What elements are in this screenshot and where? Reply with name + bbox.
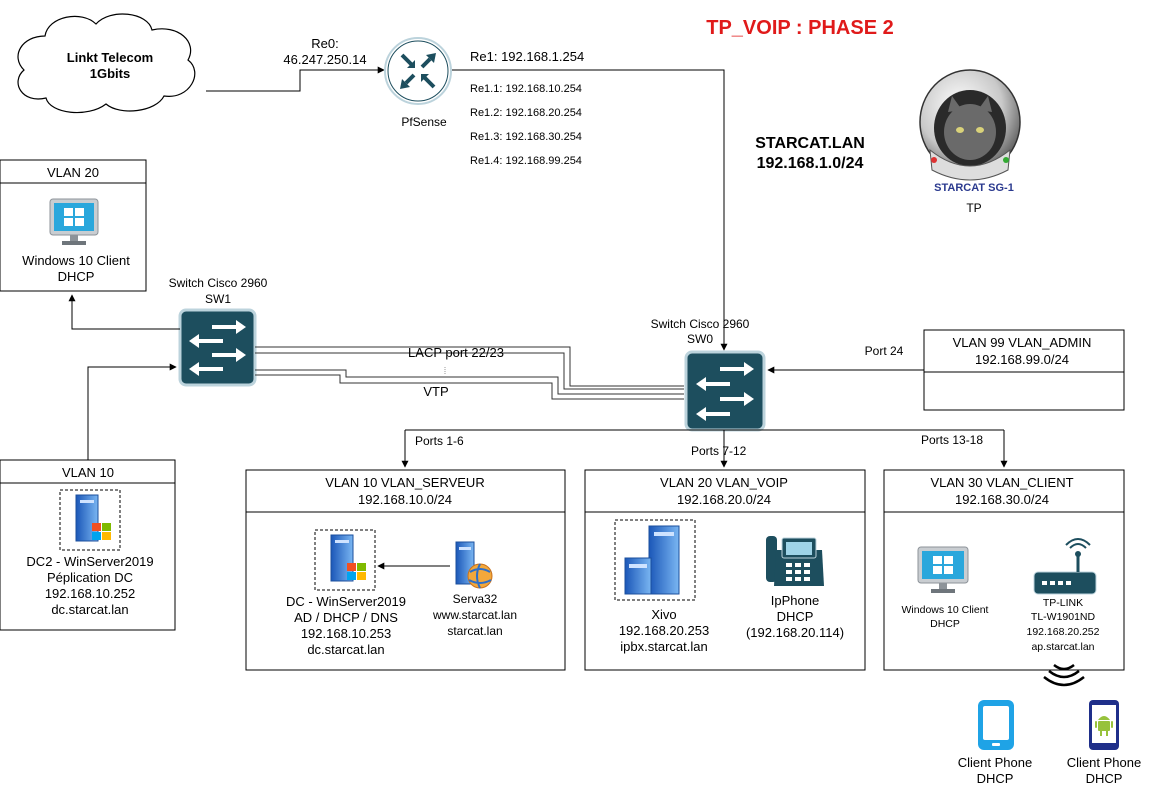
- switch-icon: [178, 308, 257, 387]
- wifi-router-icon: [1033, 538, 1097, 595]
- sw0-model: Switch Cisco 2960: [651, 317, 750, 331]
- mobile-0-line-1: DHCP: [977, 771, 1014, 786]
- android-phone-icon: [1089, 700, 1119, 750]
- port-serveur-label: Ports 1-6: [415, 434, 464, 448]
- lacp-label: LACP port 22/23: [408, 345, 504, 360]
- windows-monitor-icon: [917, 546, 969, 593]
- client-win-line-1: DHCP: [930, 618, 960, 630]
- vlan10-left-box: [0, 459, 176, 631]
- globe-server-icon: [455, 541, 493, 589]
- vlan10-left-line-1: Péplication DC: [47, 570, 133, 585]
- xivo-line-0: Xivo: [651, 607, 676, 622]
- vlan-serveur-header-line1: VLAN 10 VLAN_SERVEUR: [325, 475, 484, 490]
- router-icon: [384, 37, 452, 105]
- vlan10-left-header: VLAN 10: [62, 465, 114, 480]
- mobile-1-line-1: DHCP: [1086, 771, 1123, 786]
- astronaut-cat-logo: [919, 69, 1021, 181]
- ap-line-2: 192.168.20.252: [1027, 626, 1100, 638]
- windows-monitor-icon: [49, 198, 99, 245]
- web-line-2: starcat.lan: [447, 624, 502, 638]
- ip-phone-icon: [766, 536, 824, 586]
- vlan20-left-line-1: DHCP: [58, 269, 95, 284]
- xivo-line-2: ipbx.starcat.lan: [620, 639, 707, 654]
- wireless-signal-icon: [1043, 663, 1085, 687]
- router-if-2: Re1.2: 192.168.20.254: [470, 107, 582, 119]
- vlan99-header-line1: VLAN 99 VLAN_ADMIN: [953, 335, 1092, 350]
- server-icon: [614, 519, 696, 601]
- phone-line-2: (192.168.20.114): [746, 625, 844, 640]
- vlan99-header-line2: 192.168.99.0/24: [975, 352, 1069, 367]
- router-if-1: Re1.1: 192.168.10.254: [470, 83, 582, 95]
- vlan10-left-line-2: 192.168.10.252: [45, 586, 135, 601]
- client-win-line-0: Windows 10 Client: [902, 604, 989, 616]
- router-name: PfSense: [401, 115, 447, 129]
- web-line-1: www.starcat.lan: [432, 608, 517, 622]
- router-if-0: Re1: 192.168.1.254: [470, 49, 584, 64]
- port-client-label: Ports 13-18: [921, 433, 983, 447]
- cloud-icon: [17, 13, 196, 114]
- ap-line-0: TP-LINK: [1043, 597, 1083, 609]
- dc-line-2: 192.168.10.253: [301, 626, 391, 641]
- vlan10-left-line-0: DC2 - WinServer2019: [26, 554, 153, 569]
- logo-caption: TP: [966, 201, 981, 215]
- vlan20-left-line-0: Windows 10 Client: [22, 253, 130, 268]
- port-voip-label: Ports 7-12: [691, 444, 747, 458]
- ap-line-3: ap.starcat.lan: [1031, 641, 1094, 653]
- vlan10-left-line-3: dc.starcat.lan: [51, 602, 128, 617]
- network-subnet: 192.168.1.0/24: [757, 155, 864, 172]
- router-if-3: Re1.3: 192.168.30.254: [470, 131, 582, 143]
- xivo-line-1: 192.168.20.253: [619, 623, 709, 638]
- vlan-serveur-header-line2: 192.168.10.0/24: [358, 492, 452, 507]
- vlan-serveur-box: [245, 469, 566, 671]
- cloud-label-line2: 1Gbits: [90, 66, 130, 81]
- phone-line-0: IpPhone: [771, 593, 819, 608]
- router-wan-label: Re0:: [311, 36, 338, 51]
- vlan99-box: [923, 329, 1125, 411]
- vlan20-left-header: VLAN 20: [47, 165, 99, 180]
- dc-line-0: DC - WinServer2019: [286, 594, 406, 609]
- vtp-label: VTP: [423, 384, 448, 399]
- ap-line-1: TL-W1901ND: [1031, 611, 1096, 623]
- web-line-0: Serva32: [453, 592, 498, 606]
- vlan-client-header-line1: VLAN 30 VLAN_CLIENT: [930, 475, 1073, 490]
- cloud-label-line1: Linkt Telecom: [67, 50, 153, 65]
- logo-text: STARCAT SG-1: [934, 182, 1014, 194]
- server-icon: [314, 529, 376, 591]
- sw1-model: Switch Cisco 2960: [169, 276, 268, 290]
- sw0-name: SW0: [687, 332, 713, 346]
- diagram-title: TP_VOIP : PHASE 2: [706, 17, 893, 39]
- dc-line-3: dc.starcat.lan: [307, 642, 384, 657]
- server-icon: [59, 489, 121, 551]
- phone-line-1: DHCP: [777, 609, 814, 624]
- sw1-name: SW1: [205, 292, 231, 306]
- vlan-voip-header-line2: 192.168.20.0/24: [677, 492, 771, 507]
- vlan-voip-header-line1: VLAN 20 VLAN_VOIP: [660, 475, 788, 490]
- vlan-client-header-line2: 192.168.30.0/24: [955, 492, 1049, 507]
- port-admin-label: Port 24: [865, 344, 904, 358]
- router-wan-ip: 46.247.250.14: [283, 52, 366, 67]
- smartphone-icon: [978, 700, 1014, 750]
- mobile-1-line-0: Client Phone: [1067, 755, 1141, 770]
- router-if-4: Re1.4: 192.168.99.254: [470, 155, 582, 167]
- network-name: STARCAT.LAN: [755, 135, 865, 152]
- switch-icon: [684, 350, 766, 432]
- mobile-0-line-0: Client Phone: [958, 755, 1032, 770]
- dc-line-1: AD / DHCP / DNS: [294, 610, 398, 625]
